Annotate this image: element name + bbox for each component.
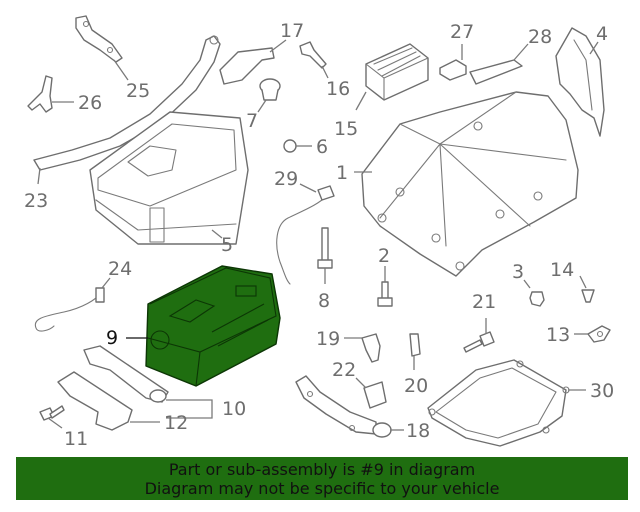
leader-10 — [166, 399, 213, 419]
part-16-bolt — [299, 41, 327, 69]
leader-22 — [355, 377, 367, 389]
leader-29 — [299, 183, 317, 193]
callout-18: 18 — [406, 420, 430, 442]
part-28-bar — [469, 59, 523, 85]
leader-3 — [523, 279, 531, 289]
part-27-block — [439, 59, 467, 81]
leader-7 — [257, 99, 267, 113]
leader-5 — [211, 229, 223, 239]
part-18-bracket — [295, 375, 392, 438]
part-5-box — [89, 111, 249, 245]
callout-13: 13 — [546, 324, 570, 346]
callout-6: 6 — [316, 136, 328, 158]
callout-2: 2 — [378, 245, 390, 267]
part-11-bolt — [39, 405, 65, 421]
callout-1: 1 — [336, 162, 348, 184]
part-9-highlighted[interactable] — [145, 265, 281, 387]
callout-19: 19 — [316, 328, 340, 350]
part-20-clip — [409, 333, 421, 357]
part-25-bracket — [75, 15, 123, 63]
part-21-bolt — [463, 331, 495, 353]
callout-9: 9 — [106, 327, 118, 349]
part-4-panel — [555, 27, 605, 137]
leader-25 — [113, 59, 129, 81]
exploded-parts-diagram: 25 26 23 17 16 7 6 5 — [24, 15, 614, 450]
callout-4: 4 — [596, 23, 608, 45]
leader-11 — [47, 417, 63, 429]
callout-15: 15 — [334, 118, 358, 140]
part-23-pipe — [33, 35, 221, 171]
banner-line-1: Part or sub-assembly is #9 in diagram — [168, 460, 476, 479]
callout-24: 24 — [108, 258, 132, 280]
callout-12: 12 — [164, 412, 188, 434]
callout-23: 23 — [24, 190, 48, 212]
leader-23 — [37, 167, 41, 185]
callout-22: 22 — [332, 359, 356, 381]
leader-16 — [321, 65, 329, 79]
leader-24 — [101, 277, 111, 289]
part-2-bolt — [377, 281, 393, 307]
leader-28 — [513, 43, 529, 61]
callout-26: 26 — [78, 92, 102, 114]
leader-17 — [269, 39, 287, 53]
part-15-module — [365, 43, 429, 101]
callout-28: 28 — [528, 26, 552, 48]
callout-21: 21 — [472, 291, 496, 313]
part-17-bracket — [219, 47, 275, 85]
callout-14: 14 — [550, 259, 574, 281]
leader-4 — [589, 41, 599, 55]
part-22-block — [363, 381, 387, 409]
part-6-nut — [283, 139, 297, 153]
part-8-bolt — [317, 227, 333, 269]
part-10-bracket — [83, 345, 169, 403]
callout-3: 3 — [512, 261, 524, 283]
callout-17: 17 — [280, 20, 304, 42]
part-19-bracket — [361, 333, 381, 363]
part-30-cover — [427, 359, 570, 447]
part-info-banner: Part or sub-assembly is #9 in diagram Di… — [16, 457, 628, 500]
part-29-wire — [276, 185, 335, 285]
callout-5: 5 — [221, 234, 233, 256]
leader-15 — [355, 91, 367, 111]
callout-27: 27 — [450, 21, 474, 43]
part-24-cable — [34, 287, 105, 332]
leader-14 — [579, 275, 587, 289]
callout-10: 10 — [222, 398, 246, 420]
part-7-grommet — [259, 78, 281, 101]
part-14-clip — [581, 289, 595, 303]
callout-30: 30 — [590, 380, 614, 402]
callout-7: 7 — [246, 110, 258, 132]
callout-8: 8 — [318, 290, 330, 312]
banner-line-2: Diagram may not be specific to your vehi… — [144, 479, 500, 498]
callout-29: 29 — [274, 168, 298, 190]
callout-16: 16 — [326, 78, 350, 100]
part-3-nut — [529, 291, 545, 307]
part-13-clip — [587, 325, 611, 343]
part-26-bracket — [27, 75, 53, 113]
part-1-tray — [361, 91, 579, 277]
callout-20: 20 — [404, 375, 428, 397]
part-12-bracket — [57, 371, 133, 431]
callout-11: 11 — [64, 428, 88, 450]
callout-25: 25 — [126, 80, 150, 102]
